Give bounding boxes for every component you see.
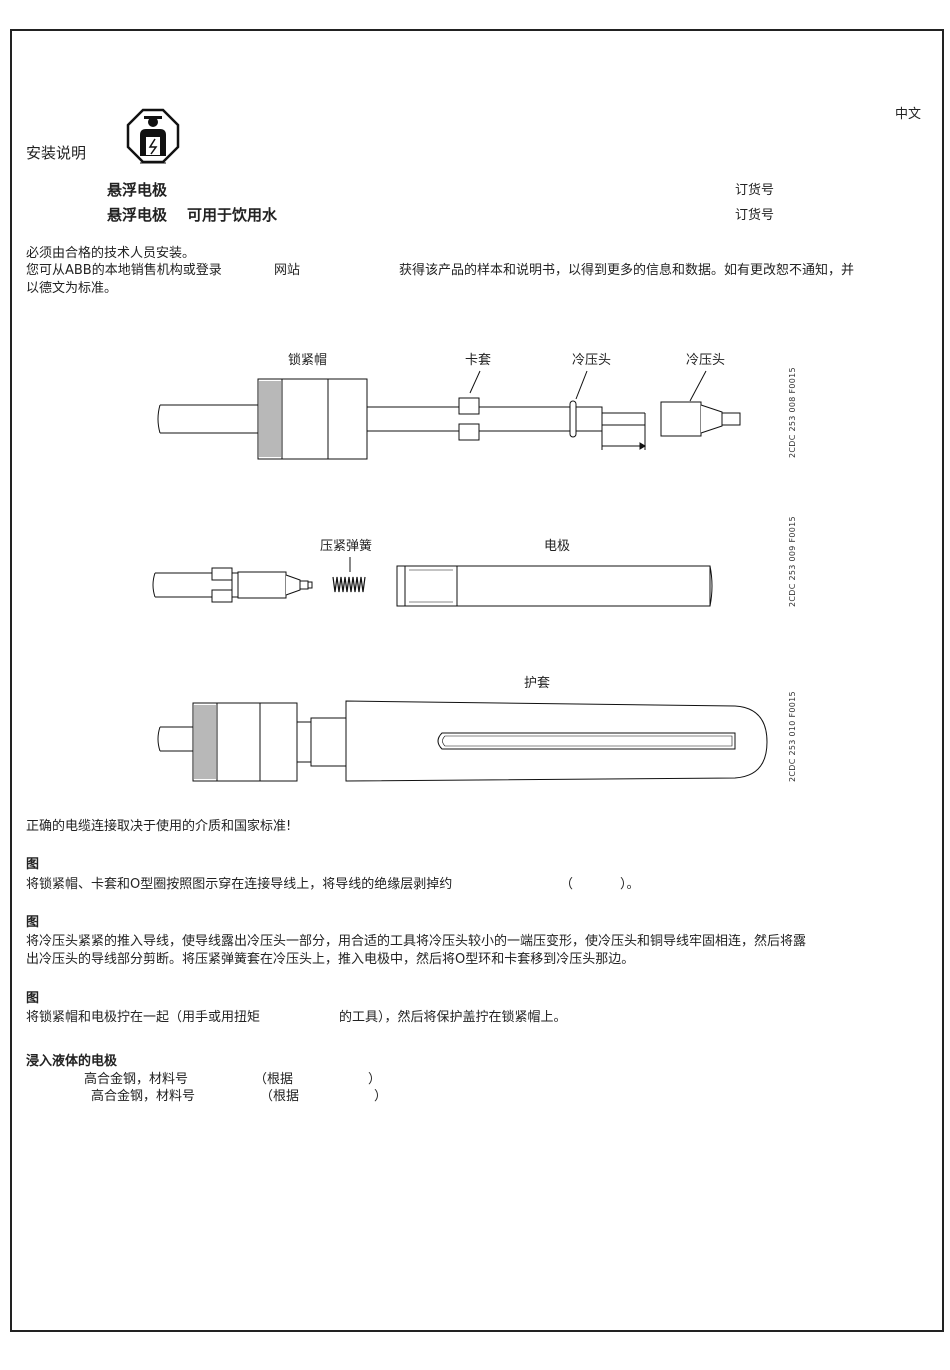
- intro-line-2b: 网站: [274, 263, 301, 278]
- figure-3-drawing: [157, 700, 768, 782]
- material-line-1a: 高合金钢，材料号: [84, 1072, 189, 1087]
- section-3-text-b: 的工具），然后将保护盖拧在锁紧帽上。: [339, 1010, 567, 1025]
- material-line-2b: （根据: [260, 1089, 300, 1104]
- product-title-2b: 可用于饮用水: [187, 206, 278, 224]
- language-label: 中文: [895, 107, 922, 122]
- order-number-label-1: 订货号: [735, 183, 775, 198]
- label-electrode: 电极: [544, 539, 571, 554]
- product-title-1: 悬浮电极: [107, 181, 168, 199]
- section-2-line-2: 出冷压头的导线部分剪断。将压紧弹簧套在冷压头上，推入电极中，然后将O型环和卡套移…: [26, 952, 635, 967]
- section-1-text-b: （: [560, 877, 574, 892]
- section-4-heading: 浸入液体的电极: [26, 1054, 118, 1069]
- intro-line-2c: 获得该产品的样本和说明书，以得到更多的信息和数据。如有更改恕不通知，并: [399, 263, 855, 278]
- material-line-1b: （根据: [254, 1072, 294, 1087]
- material-line-2c: ）: [374, 1089, 388, 1104]
- label-crimp-head-2: 冷压头: [686, 353, 726, 368]
- material-line-1c: ）: [368, 1072, 382, 1087]
- intro-line-2a: 您可从ABB的本地销售机构或登录: [26, 263, 222, 278]
- section-2-line-1: 将冷压头紧紧的推入导线，使导线露出冷压头一部分，用合适的工具将冷压头较小的一端压…: [26, 934, 807, 949]
- figure-1-drawing: [157, 370, 741, 460]
- section-1-text-c: ）。: [620, 877, 640, 892]
- product-title-2a: 悬浮电极: [107, 206, 168, 224]
- label-crimp-head-1: 冷压头: [572, 353, 612, 368]
- label-spring: 压紧弹簧: [320, 539, 373, 554]
- figure-3-code: 2CDC 253 010 F0015: [788, 691, 797, 782]
- doc-type-title: 安装说明: [26, 144, 87, 162]
- cable-note: 正确的电缆连接取决于使用的介质和国家标准!: [26, 819, 292, 834]
- intro-line-1: 必须由合格的技术人员安装。: [26, 246, 196, 261]
- section-1-text-a: 将锁紧帽、卡套和O型圈按照图示穿在连接导线上，将导线的绝缘层剥掉约: [26, 877, 453, 892]
- figure-2-drawing: [152, 557, 713, 607]
- label-locknut: 锁紧帽: [288, 353, 328, 368]
- electrician-icon: [126, 108, 180, 164]
- label-sleeve: 卡套: [465, 353, 492, 368]
- section-2-heading: 图: [26, 915, 40, 930]
- intro-line-3: 以德文为标准。: [26, 281, 118, 296]
- page-frame: [10, 29, 944, 1332]
- label-guard: 护套: [524, 676, 551, 691]
- figure-2-code: 2CDC 253 009 F0015: [788, 516, 797, 607]
- section-3-text-a: 将锁紧帽和电极拧在一起（用手或用扭矩: [26, 1010, 261, 1025]
- material-line-2a: 高合金钢，材料号: [91, 1089, 196, 1104]
- section-1-heading: 图: [26, 857, 40, 872]
- order-number-label-2: 订货号: [735, 208, 775, 223]
- section-3-heading: 图: [26, 991, 40, 1006]
- figure-1-code: 2CDC 253 008 F0015: [788, 367, 797, 458]
